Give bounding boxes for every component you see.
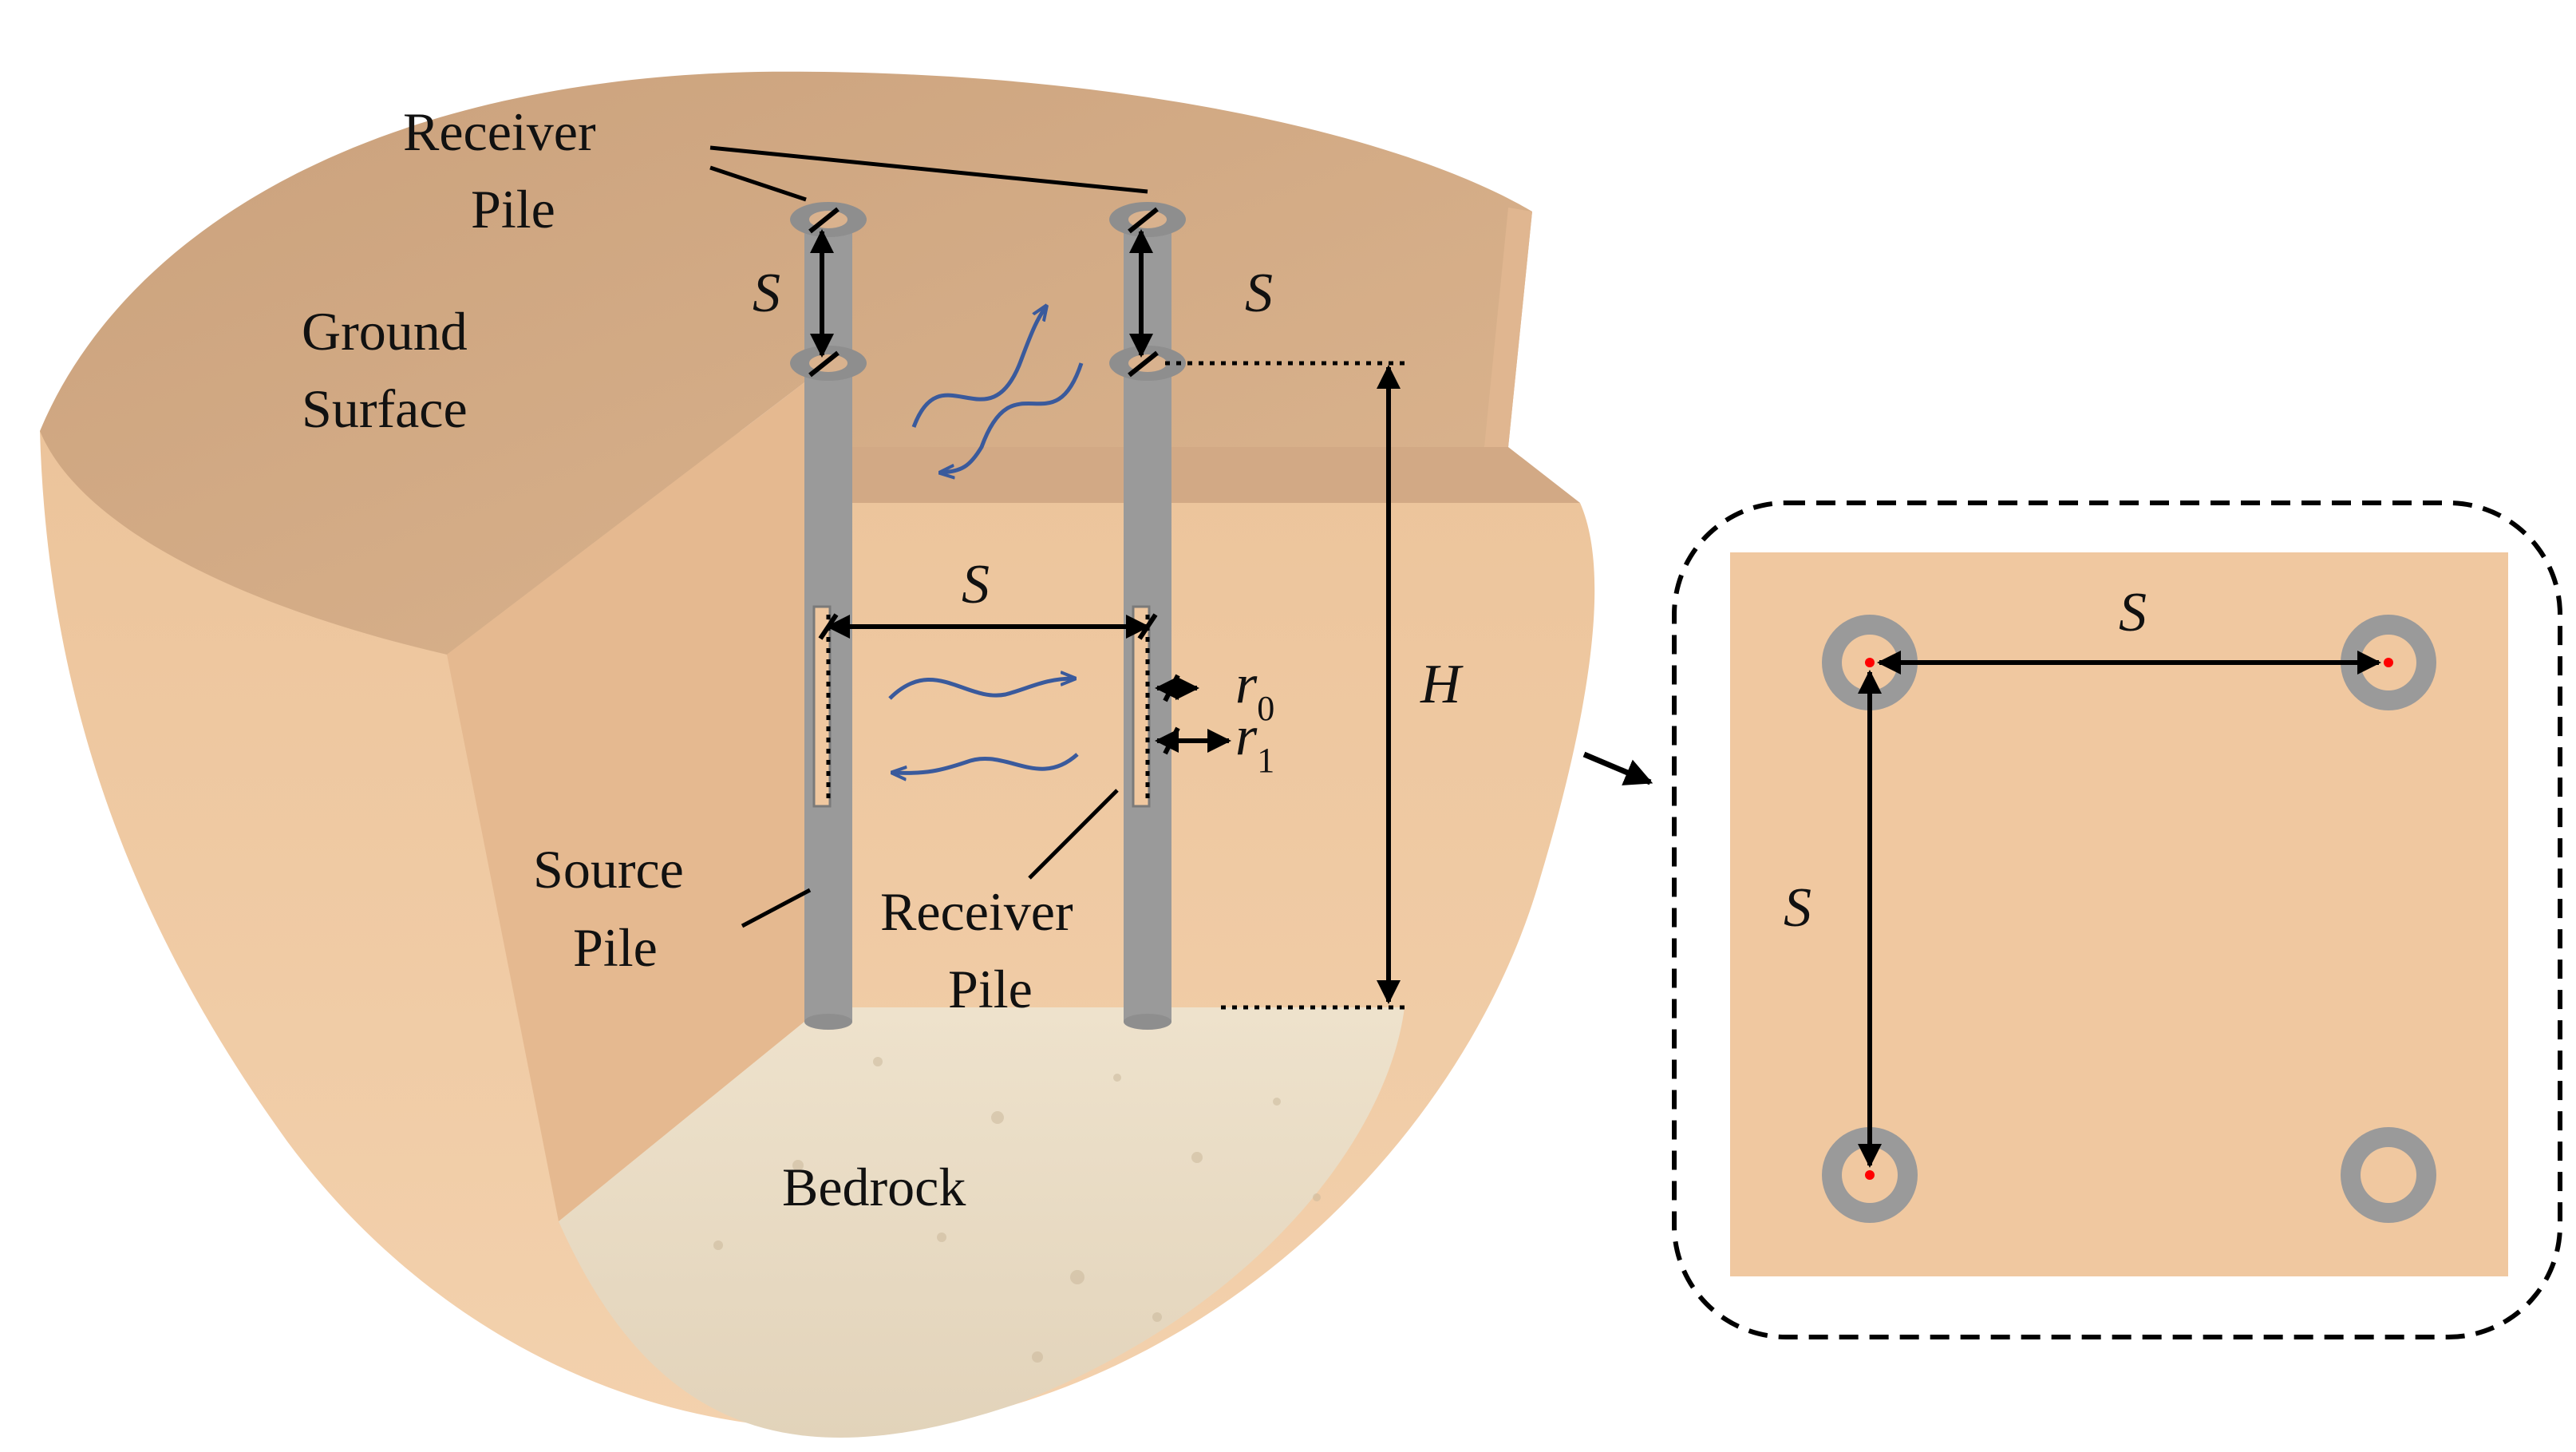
receiver-pile-top-label-line2: Pile: [471, 179, 555, 239]
receiver-pile-bottom-label-line2: Pile: [948, 959, 1033, 1019]
dimension-lines: [808, 207, 1401, 1004]
receiver-pile-bottom-label-line1: Receiver: [880, 881, 1073, 942]
outer-radius-symbol: r1: [1235, 706, 1274, 780]
plan-spacing-symbol-vertical: S: [1784, 877, 1811, 939]
ground-surface-label-line2: Surface: [302, 378, 468, 439]
bedrock-label: Bedrock: [782, 1157, 966, 1217]
leader-lines: [709, 145, 1148, 928]
plan-view-dimensions: [1858, 651, 2381, 1168]
spacing-symbol-horizontal: S: [962, 554, 990, 615]
ground-step-surface: [814, 447, 1580, 503]
cut-face-wall: [447, 375, 814, 1221]
wave-arrows: [888, 307, 1084, 773]
bedrock-texture: [713, 1057, 1321, 1363]
bedrock-region: [559, 1007, 1405, 1438]
height-symbol: H: [1420, 654, 1464, 715]
ground-step-face: [1484, 208, 1532, 447]
plan-view-center-markers: [1865, 658, 2393, 1180]
plan-spacing-symbol-horizontal: S: [2119, 582, 2147, 643]
receiver-pile-top-label-line1: Receiver: [403, 101, 596, 162]
inner-radius-symbol: r0: [1235, 654, 1274, 728]
plan-view-pointer-arrow: [1582, 751, 1653, 785]
source-pile-label-line1: Source: [533, 839, 684, 900]
source-pile-label-line2: Pile: [573, 917, 658, 978]
ground-surface-label-line1: Ground: [302, 301, 468, 362]
spacing-symbol-left: S: [753, 263, 780, 324]
plan-view-frame: [1672, 500, 2562, 1339]
spacing-symbol-right: S: [1245, 263, 1273, 324]
